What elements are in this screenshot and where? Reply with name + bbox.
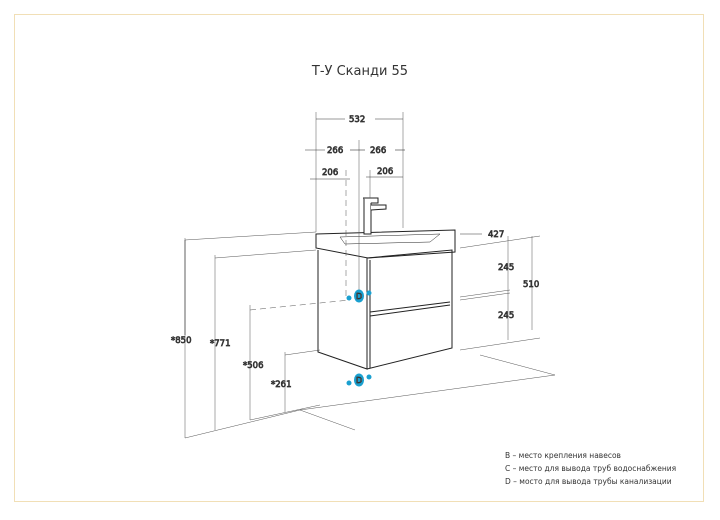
dim-depth: 427 bbox=[488, 230, 504, 240]
vanity-cabinet bbox=[315, 229, 456, 370]
extension-lines bbox=[184, 112, 533, 438]
dim-offset-left: 206 bbox=[322, 168, 338, 178]
marker-c-top bbox=[346, 295, 352, 301]
marker-b-top bbox=[366, 290, 372, 296]
marker-b-bottom bbox=[366, 374, 372, 380]
dim-771: *771 bbox=[210, 339, 230, 349]
dimension-lines bbox=[184, 118, 482, 335]
dim-850: *850 bbox=[171, 336, 191, 346]
connection-markers bbox=[346, 289, 372, 387]
marker-d-bottom bbox=[354, 373, 364, 387]
marker-d-label: D bbox=[356, 376, 362, 385]
marker-c-bottom bbox=[346, 380, 352, 386]
wall-lines bbox=[184, 231, 556, 439]
dim-drawer-top: 245 bbox=[498, 263, 514, 273]
dim-261: *261 bbox=[271, 380, 291, 390]
dim-half-left: 266 bbox=[327, 146, 343, 156]
legend: B – место крепления навесов C – место дл… bbox=[505, 449, 676, 488]
page-frame bbox=[14, 14, 704, 502]
drawing-title: Т-У Сканди 55 bbox=[311, 64, 409, 79]
legend-item-d: D – мосто для вывода трубы канализации bbox=[505, 477, 672, 486]
dim-total-width: 532 bbox=[349, 115, 365, 125]
dim-offset-right: 206 bbox=[377, 167, 393, 177]
faucet bbox=[363, 197, 387, 235]
dim-506: *506 bbox=[243, 361, 263, 371]
marker-d-label: D bbox=[356, 292, 362, 301]
dim-half-right: 266 bbox=[370, 146, 386, 156]
dim-height: 510 bbox=[523, 280, 539, 290]
dim-drawer-bottom: 245 bbox=[498, 311, 514, 321]
marker-d-top bbox=[354, 289, 364, 303]
legend-item-c: C – место для вывода труб водоснабжения bbox=[505, 464, 677, 473]
legend-item-b: B – место крепления навесов bbox=[505, 451, 621, 460]
